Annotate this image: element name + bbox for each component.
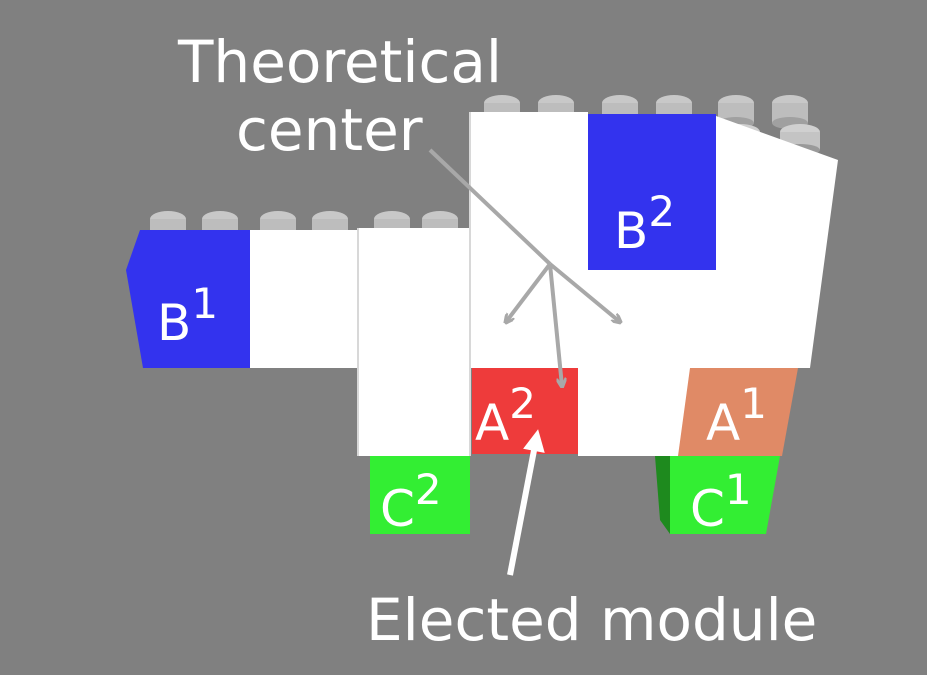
- module-white-block: [470, 112, 588, 368]
- module-label-C2: C2: [380, 465, 442, 538]
- module-white-block: [578, 270, 698, 456]
- module-C2-block: [370, 456, 470, 534]
- module-label-A1: A1: [706, 379, 767, 452]
- arrow-center-down: [548, 263, 562, 386]
- module-C1-shadow: [655, 456, 670, 534]
- module-A1-block: [678, 368, 798, 456]
- connector-icon: [772, 95, 808, 129]
- elected-module-arrow: [507, 429, 545, 576]
- module-label-C1: C1: [690, 465, 752, 538]
- module-label-A2: A2: [475, 379, 536, 452]
- module-B2-block: [588, 114, 716, 270]
- module-white-block: [358, 228, 470, 456]
- arrow-center-right: [548, 262, 620, 322]
- module-C1-block: [670, 456, 780, 534]
- module-white-block: [250, 230, 360, 368]
- arrow-center-left: [506, 262, 552, 322]
- caption-theoretical-center-line2: center: [236, 96, 423, 164]
- module-B1-block: [126, 230, 250, 368]
- module-white-block: [690, 116, 838, 368]
- module-label-B1: B1: [157, 279, 218, 352]
- arrow-center-leader: [428, 148, 552, 266]
- caption-elected-module: Elected module: [366, 586, 817, 654]
- caption-theoretical-center-line1: Theoretical: [177, 28, 502, 96]
- theoretical-center-arrows: [428, 148, 620, 386]
- module-label-B2: B2: [614, 187, 675, 260]
